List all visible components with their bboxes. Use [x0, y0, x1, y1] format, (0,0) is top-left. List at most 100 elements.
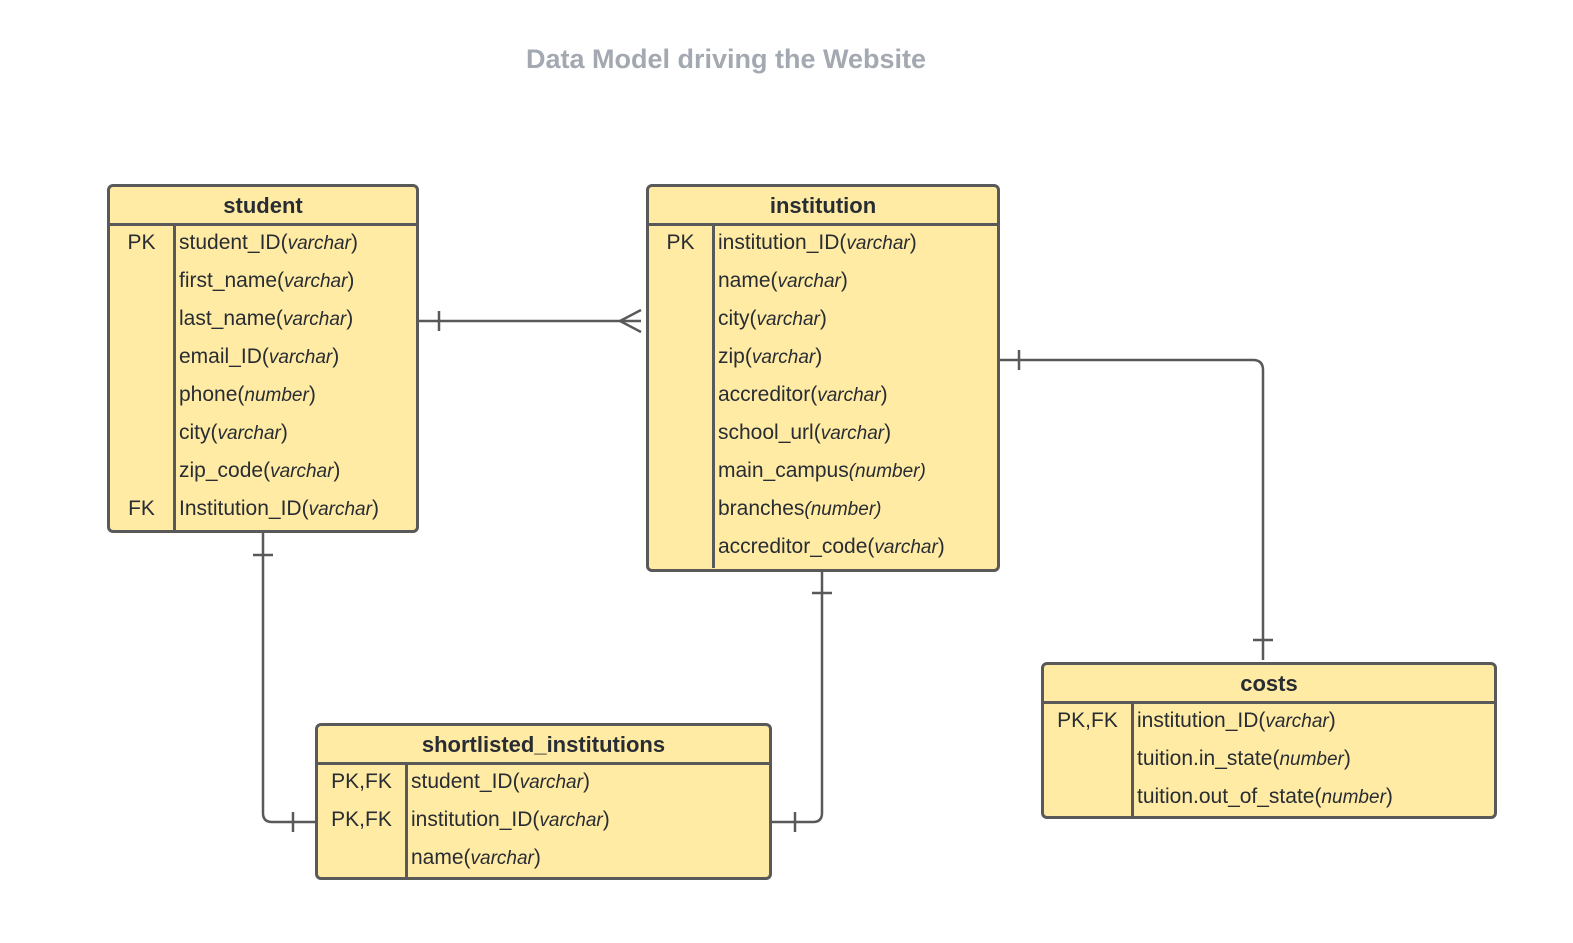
- attribute-row: name(varchar): [318, 841, 769, 877]
- attribute-type: varchar: [282, 309, 347, 330]
- attribute-open: (: [839, 231, 847, 254]
- attribute-row: accreditor_code(varchar): [649, 530, 997, 568]
- diagram-title: Data Model driving the Website: [525, 44, 927, 74]
- attribute: main_campus(number): [718, 454, 926, 489]
- attribute-close: ): [333, 459, 341, 482]
- attribute-open: (: [512, 770, 520, 793]
- key-label: PK,FK: [331, 808, 392, 831]
- attribute-open: (: [463, 846, 471, 869]
- attribute-open: (: [1314, 785, 1322, 808]
- attribute-field: city: [179, 421, 211, 444]
- attribute: name(varchar): [718, 264, 848, 299]
- attribute-type: number: [244, 385, 309, 406]
- attribute-field: name: [718, 269, 771, 292]
- attribute-close: ): [937, 535, 945, 558]
- attribute-field: school_url: [718, 421, 814, 444]
- attribute-type: varchar: [284, 271, 348, 292]
- attribute: email_ID(varchar): [179, 340, 339, 375]
- attribute-row: email_ID(varchar): [110, 340, 416, 378]
- attribute: tuition.in_state(number): [1137, 742, 1351, 777]
- attribute-field: student_ID: [179, 231, 281, 254]
- attribute-open: (: [749, 307, 757, 330]
- attribute-field: institution_ID: [1137, 709, 1259, 732]
- attribute-open: (: [1258, 709, 1266, 732]
- attribute-open: (: [1272, 747, 1280, 770]
- attribute-close: ): [582, 770, 590, 793]
- attribute-close: ): [347, 269, 355, 292]
- link-institution-shortlisted: [771, 572, 824, 824]
- link-institution-costs: [995, 358, 1265, 660]
- attribute: city(varchar): [718, 302, 827, 337]
- attribute-open: (: [237, 383, 245, 406]
- attribute-type: varchar: [287, 233, 351, 254]
- attribute-row: city(varchar): [110, 416, 416, 454]
- attribute-type: varchar: [268, 347, 333, 368]
- attribute-type: number: [1279, 749, 1344, 770]
- key-label: PK,FK: [1057, 709, 1118, 732]
- attribute-close: ): [884, 421, 892, 444]
- attribute-field: city: [718, 307, 750, 330]
- attribute: student_ID(varchar): [179, 226, 358, 261]
- attribute-row: phone(number): [110, 378, 416, 416]
- attribute: last_name(varchar): [179, 302, 353, 337]
- attribute-type: varchar: [470, 848, 534, 869]
- attribute-type: varchar: [308, 499, 372, 520]
- attribute-field: accreditor: [718, 383, 811, 406]
- attribute-type: varchar: [777, 271, 841, 292]
- entity-header: costs: [1044, 665, 1494, 704]
- key-label: PK: [127, 231, 156, 254]
- entity-header: student: [110, 187, 416, 226]
- attribute-type: varchar: [820, 423, 885, 444]
- attribute-row: PK student_ID(varchar): [110, 226, 416, 264]
- link-student-shortlisted: [261, 533, 315, 824]
- attribute-open: (: [813, 421, 821, 444]
- attribute: zip_code(varchar): [179, 454, 340, 489]
- key-label: PK,FK: [331, 770, 392, 793]
- attribute: school_url(varchar): [718, 416, 891, 451]
- attribute-row: city(varchar): [649, 302, 997, 340]
- attribute-open: (: [275, 307, 283, 330]
- attribute-row: PK institution_ID(varchar): [649, 226, 997, 264]
- attribute-type: number: [1321, 787, 1386, 808]
- attribute-row: zip_code(varchar): [110, 454, 416, 492]
- attribute-type: varchar: [817, 385, 881, 406]
- attribute: Institution_ID(varchar): [179, 492, 379, 527]
- key-label: PK: [666, 231, 695, 254]
- attribute-field: zip: [718, 345, 745, 368]
- attribute-open: (: [744, 345, 752, 368]
- attribute-open: (: [301, 497, 309, 520]
- attribute: name(varchar): [411, 841, 541, 876]
- attribute-type: varchar: [539, 810, 603, 831]
- many-marker-institution: [617, 308, 642, 334]
- attribute-open: (: [770, 269, 778, 292]
- attribute-field: institution_ID: [718, 231, 840, 254]
- attribute: city(varchar): [179, 416, 288, 451]
- attribute: branches(number): [718, 492, 881, 527]
- attribute-close: ): [880, 383, 888, 406]
- attribute-open: (: [867, 535, 875, 558]
- attribute: phone(number): [179, 378, 316, 413]
- attribute-close: ): [332, 345, 340, 368]
- attribute-close: ): [346, 307, 354, 330]
- key-column-divider: [173, 226, 176, 530]
- attribute-close: ): [1385, 785, 1393, 808]
- attribute-row: tuition.in_state(number): [1044, 742, 1494, 780]
- attribute-type: varchar: [519, 772, 583, 793]
- attribute-type: varchar: [217, 423, 281, 444]
- attribute-type: (number): [804, 499, 882, 520]
- attribute: institution_ID(varchar): [718, 226, 917, 261]
- attribute-type: varchar: [1265, 711, 1329, 732]
- attribute-open: (: [263, 459, 271, 482]
- attribute-close: ): [308, 383, 316, 406]
- attribute-close: ): [350, 231, 358, 254]
